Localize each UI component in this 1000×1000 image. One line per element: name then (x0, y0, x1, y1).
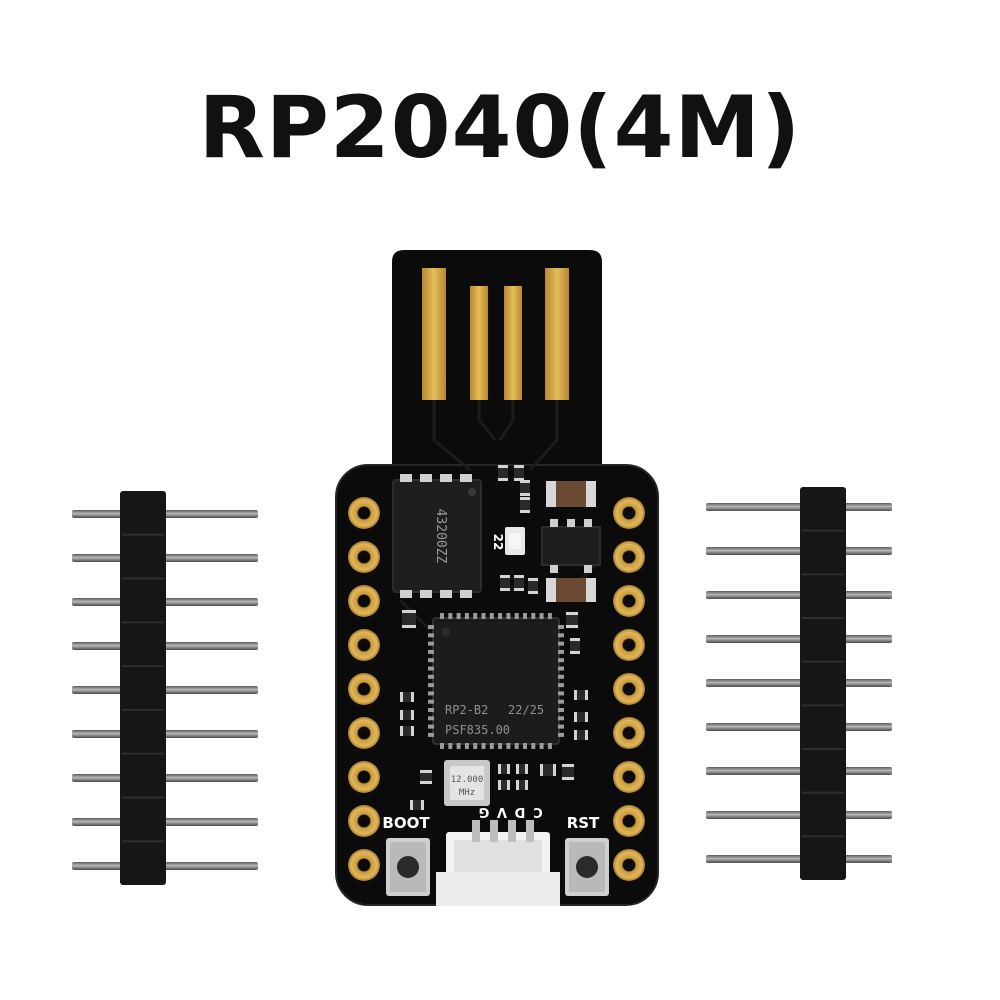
header-plastic-right (800, 487, 846, 880)
mcu-marking-line2: 22/25 (508, 703, 544, 717)
capacitor-top (546, 481, 596, 507)
voltage-regulator (541, 519, 601, 573)
boot-label: BOOT (382, 814, 430, 832)
usb-contact-dplus (504, 286, 522, 400)
mcu-marking-line3: PSF835.00 (445, 723, 510, 737)
usb-contact-gnd (422, 268, 446, 400)
header-pin-right-4 (706, 635, 892, 643)
header-pin-right-9 (706, 855, 892, 863)
header-pin-right-1 (706, 503, 892, 511)
connector-label-c: C (533, 804, 543, 819)
smd-components (400, 465, 588, 810)
header-pin-right-8 (706, 811, 892, 819)
crystal-marking-line2: MHz (459, 788, 475, 798)
led-silk-label: 22 (491, 534, 505, 551)
header-plastic-left (120, 491, 166, 885)
connector-label-g: G (479, 804, 490, 819)
connector-label-d: D (514, 804, 525, 819)
crystal-marking-line1: 12.000 (451, 775, 484, 785)
crystal-oscillator: 12.000 MHz (444, 760, 490, 806)
flash-chip-marking: 43200ZZ (433, 509, 448, 564)
header-pin-right-3 (706, 591, 892, 599)
pin-header-left (72, 491, 258, 885)
usb-contact-dminus (470, 286, 488, 400)
product-title: RP2040(4M) (198, 78, 802, 178)
status-led: 22 (491, 527, 525, 555)
usb-contact-vbus (545, 268, 569, 400)
usb-contacts (422, 268, 569, 400)
connector-label-v: V (497, 804, 507, 819)
mcu-marking-line1: RP2-B2 (445, 703, 488, 717)
pads-right (613, 497, 645, 881)
pads-left (348, 497, 380, 881)
pin-header-right (706, 487, 892, 880)
flash-chip: 43200ZZ (392, 474, 482, 598)
header-pin-right-6 (706, 723, 892, 731)
rp2040-chip: RP2-B2 22/25 PSF835.00 (428, 613, 564, 749)
header-pin-right-7 (706, 767, 892, 775)
reset-button[interactable] (565, 838, 609, 896)
boot-button[interactable] (386, 838, 430, 896)
rp2040-board: 43200ZZ 22 (335, 250, 659, 906)
rst-label: RST (567, 814, 600, 832)
connector-pin-labels: G V D C (479, 804, 543, 819)
capacitor-bottom (546, 578, 596, 602)
header-pin-right-2 (706, 547, 892, 555)
header-pin-right-5 (706, 679, 892, 687)
jst-connector (436, 820, 560, 906)
